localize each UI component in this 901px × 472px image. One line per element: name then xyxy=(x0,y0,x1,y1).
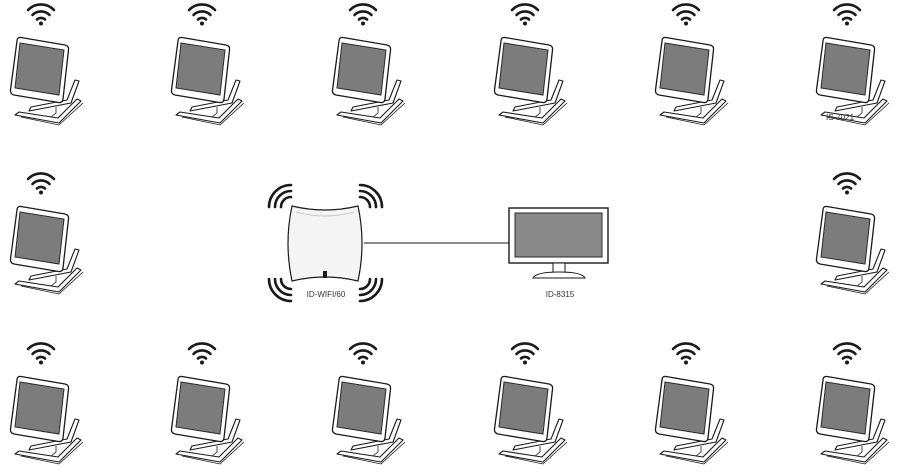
server-label: ID-8315 xyxy=(546,290,575,299)
wifi-icon xyxy=(832,342,862,366)
terminal-device xyxy=(654,342,729,465)
terminal-device xyxy=(9,172,84,295)
terminals-layer: IS-7021 xyxy=(9,3,890,465)
terminal-device xyxy=(493,342,568,465)
terminal-device xyxy=(170,342,245,465)
wifi-icon xyxy=(510,342,540,366)
wifi-icon xyxy=(187,342,217,366)
tablet-terminal-icon xyxy=(9,205,84,295)
tablet-terminal-icon xyxy=(493,36,568,126)
tablet-terminal-icon xyxy=(815,205,890,295)
wifi-icon xyxy=(671,342,701,366)
wifi-icon xyxy=(832,172,862,196)
terminal-device xyxy=(331,3,406,126)
tablet-terminal-icon xyxy=(815,375,890,465)
terminal-device xyxy=(493,3,568,126)
access-point-icon xyxy=(287,205,363,282)
server-monitor: ID-8315 xyxy=(508,207,609,299)
wifi-icon xyxy=(510,3,540,27)
tablet-terminal-icon xyxy=(170,36,245,126)
tablet-terminal-icon xyxy=(331,375,406,465)
access-point: ID-WIFI/60 xyxy=(267,183,384,303)
tablet-terminal-icon xyxy=(9,375,84,465)
terminal-device xyxy=(9,342,84,465)
wifi-icon xyxy=(26,3,56,27)
tablet-terminal-icon xyxy=(9,36,84,126)
terminal-device xyxy=(9,3,84,126)
led-indicator xyxy=(323,271,327,278)
terminal-device xyxy=(654,3,729,126)
wifi-icon xyxy=(671,3,701,27)
terminal-label: IS-7021 xyxy=(826,113,855,122)
wifi-icon xyxy=(348,3,378,27)
wifi-icon xyxy=(26,172,56,196)
tablet-terminal-icon xyxy=(654,36,729,126)
wifi-icon xyxy=(187,3,217,27)
wifi-icon xyxy=(348,342,378,366)
tablet-terminal-icon xyxy=(654,375,729,465)
tablet-terminal-icon xyxy=(493,375,568,465)
access-point-label: ID-WIFI/60 xyxy=(307,290,346,299)
terminal-device xyxy=(170,3,245,126)
terminal-device xyxy=(815,172,890,295)
terminal-device: IS-7021 xyxy=(815,3,890,126)
wifi-icon xyxy=(832,3,862,27)
tablet-terminal-icon xyxy=(331,36,406,126)
wifi-icon xyxy=(26,342,56,366)
terminal-device xyxy=(815,342,890,465)
tablet-terminal-icon xyxy=(815,36,890,126)
terminal-device xyxy=(331,342,406,465)
tablet-terminal-icon xyxy=(170,375,245,465)
